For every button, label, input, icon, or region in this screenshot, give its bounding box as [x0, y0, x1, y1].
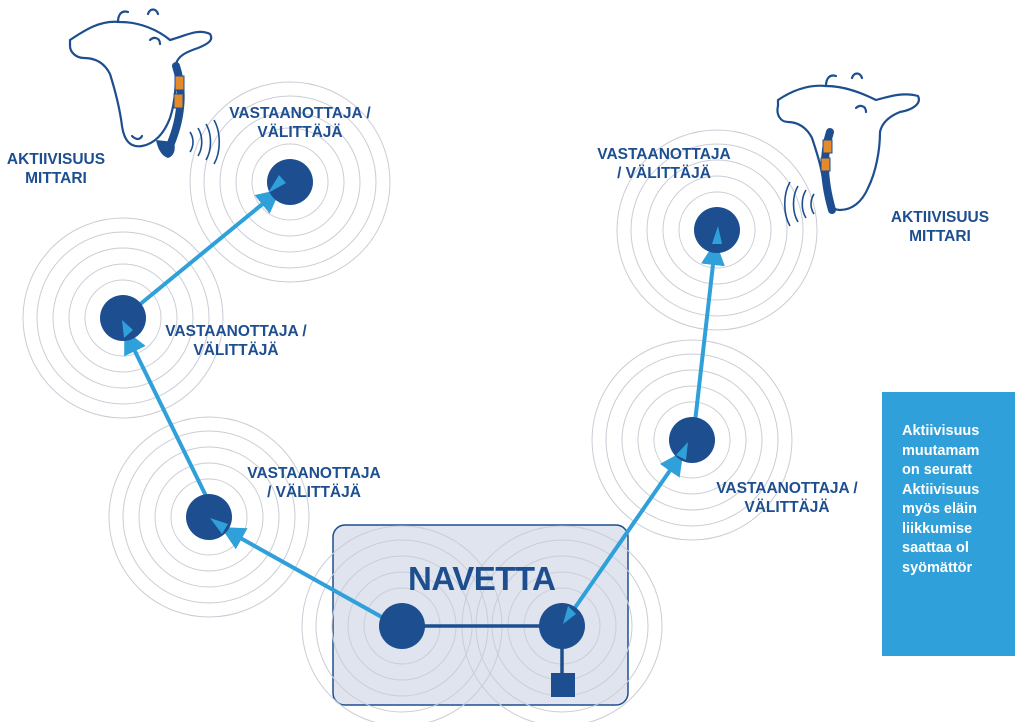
cow-head-icon	[68, 8, 213, 148]
relay-node	[267, 159, 313, 205]
sensor-label-line1: AKTIIVISUUS	[890, 209, 990, 226]
arrow-barn-to-c	[220, 527, 388, 622]
relay-label-line1: VASTAANOTTAJA /	[229, 105, 371, 122]
info-line: liikkumise	[902, 520, 973, 537]
relay-label-line1: VASTAANOTTAJA	[597, 146, 731, 163]
relay-node	[186, 494, 232, 540]
relay-label-line1: VASTAANOTTAJA	[247, 465, 381, 482]
arrowhead	[676, 442, 688, 460]
arrow-c-to-b	[124, 329, 209, 499]
relay-node	[539, 603, 585, 649]
info-line: myös eläin	[902, 501, 977, 517]
relay-label-line2: VÄLITTÄJÄ	[744, 499, 830, 516]
relay-label-top-left: VASTAANOTTAJA / VÄLITTÄJÄ	[226, 104, 374, 142]
relay-label-mid-left: VASTAANOTTAJA / VÄLITTÄJÄ	[162, 322, 310, 360]
info-line: Aktiivisuus	[902, 423, 980, 439]
collar-sensor-icon	[156, 62, 185, 158]
info-line: saattaa ol	[902, 540, 969, 556]
relay-node	[669, 417, 715, 463]
relay-label-line2: VÄLITTÄJÄ	[193, 342, 279, 359]
relay-node	[379, 603, 425, 649]
arrowhead	[122, 320, 133, 338]
relay-label-line2: / VÄLITTÄJÄ	[267, 484, 361, 501]
arrowhead	[268, 175, 286, 193]
sensor-label-line2: MITTARI	[25, 170, 87, 187]
signal-waves-icon	[783, 181, 815, 227]
info-line: Aktiivisuus	[902, 481, 980, 498]
info-line: on seuratt	[902, 462, 973, 478]
arrowhead	[712, 226, 722, 244]
relay-label-line1: VASTAANOTTAJA /	[716, 480, 858, 497]
info-text: Aktiivisuus muutamam on seuratt Aktiivis…	[902, 422, 1015, 578]
barn-title: NAVETTA	[408, 560, 556, 597]
arrow-barn-to-f	[570, 451, 684, 614]
info-line: syömättör	[902, 559, 973, 576]
collar-sensor-icon	[820, 128, 836, 214]
cow-head-icon	[776, 72, 920, 212]
sensor-label-line1: AKTIIVISUUS	[6, 151, 106, 168]
sensor-label-line2: MITTARI	[909, 228, 971, 245]
info-line: muutamam	[902, 442, 980, 459]
relay-label-top-right: VASTAANOTTAJA / VÄLITTÄJÄ	[590, 145, 738, 183]
sensor-label-left: AKTIIVISUUS MITTARI	[0, 150, 118, 188]
relay-label-line1: VASTAANOTTAJA /	[165, 323, 307, 340]
sensor-label-right: AKTIIVISUUS MITTARI	[878, 208, 1002, 246]
relay-label-line2: VÄLITTÄJÄ	[257, 124, 343, 141]
relay-label-mid-right: VASTAANOTTAJA / VÄLITTÄJÄ	[688, 479, 886, 517]
info-box: Aktiivisuus muutamam on seuratt Aktiivis…	[882, 392, 1015, 656]
signal-waves-icon	[189, 119, 221, 165]
arrowhead	[563, 606, 576, 624]
arrow-f-to-g	[693, 241, 725, 423]
gateway-square-icon	[551, 673, 575, 697]
arrow-b-to-a	[131, 189, 281, 312]
relay-label-line2: / VÄLITTÄJÄ	[617, 165, 711, 182]
arrowhead	[210, 518, 228, 534]
relay-label-low-left: VASTAANOTTAJA / VÄLITTÄJÄ	[240, 464, 388, 502]
relay-node	[100, 295, 146, 341]
